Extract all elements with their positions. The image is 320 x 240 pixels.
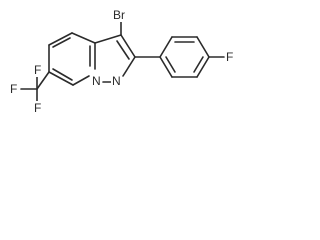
molecule-drawing: Br F F F F N N	[9, 8, 235, 115]
bond-c2-n2	[122, 56, 136, 77]
bond-aryl-3	[196, 36, 210, 58]
bond-c6-c7	[48, 71, 74, 86]
fluorine-label-cf3-left: F	[10, 82, 17, 96]
bromine-label: Br	[113, 8, 125, 22]
bond-aryl-1	[159, 36, 173, 58]
bond-aryl-6-inner	[165, 56, 176, 73]
bond-c6-cf3	[36, 71, 50, 90]
bond-c3-c2-inner	[116, 40, 130, 60]
fluorine-label-cf3-bottom: F	[34, 101, 41, 115]
fluorine-label-cf3-top: F	[34, 63, 41, 77]
bond-aryl-4	[196, 56, 210, 78]
bond-c4-c5	[48, 32, 73, 46]
nitrogen-label-right: N	[112, 74, 121, 88]
bond-aryl-4-inner	[193, 56, 204, 73]
bond-c6-c7-inner	[52, 68, 73, 81]
chemical-structure: Br F F F F N N	[0, 0, 270, 130]
bond-c3a-c4	[71, 32, 96, 44]
fluorine-label-aryl: F	[226, 50, 233, 64]
bond-c4-c5-inner	[52, 37, 71, 48]
bond-c3-c2	[120, 34, 136, 58]
bond-c7-n1	[72, 75, 90, 86]
bond-c3a-c3	[94, 34, 122, 44]
nitrogen-label-left: N	[92, 74, 101, 88]
bond-aryl-6	[159, 56, 173, 78]
